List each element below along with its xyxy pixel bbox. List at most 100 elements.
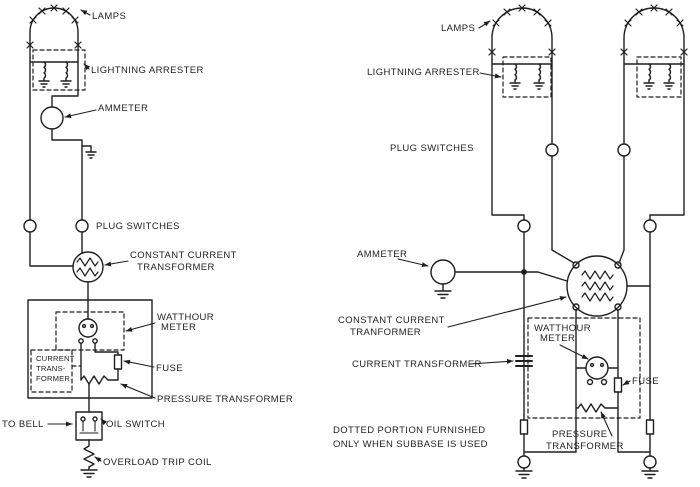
- pressure-transformer-symbol: [577, 403, 606, 413]
- leader-arrow-current-transformer: [469, 358, 514, 365]
- constant-current-transformer-label: TRANFORMER: [350, 327, 421, 338]
- leader-arrow-lamps: [80, 9, 91, 16]
- current-transformer-label: TRANS-: [36, 364, 66, 373]
- leader-arrow-watthour: [125, 322, 156, 332]
- plug-switch-symbol: [545, 143, 559, 157]
- junction-dot: [521, 269, 527, 275]
- plug-switches-label: PLUG SWITCHES: [390, 143, 474, 154]
- leader-arrow-pressure: [120, 383, 156, 399]
- left-feeder-wire: [29, 57, 74, 267]
- ground-symbol: [641, 467, 659, 479]
- lightning-arrester-label: LIGHTNING ARRESTER: [367, 67, 480, 78]
- leader-arrow-lightning-arrester: [479, 72, 502, 79]
- current-transformer-symbol: [515, 355, 533, 367]
- constant-current-transformer-label: TRANSFORMER: [137, 262, 215, 273]
- overload-trip-coil-label: OVERLOAD TRIP COIL: [103, 457, 212, 468]
- watthour-meter-label: WATTHOUR: [157, 312, 214, 323]
- leader-arrow-fuse: [622, 379, 631, 386]
- subbase-dashed-outline: [527, 317, 641, 419]
- constant-current-transformer-symbol: [72, 251, 104, 283]
- fuse-label: FUSE: [632, 376, 659, 387]
- current-transformer-symbol: [30, 349, 82, 393]
- plug-switch-symbol: [517, 219, 531, 233]
- watthour-meter-label: METER: [540, 333, 575, 344]
- lamps-label: LAMPS: [92, 11, 126, 22]
- subbase-note: ONLY WHEN SUBBASE IS USED: [333, 439, 488, 450]
- right-bus-wire: [649, 59, 685, 457]
- lightning-arrester-symbol: [491, 56, 553, 98]
- lamp-loop: [620, 4, 688, 61]
- plug-receptacle-symbol: [643, 455, 657, 469]
- pressure-transformer-label: TRANSFORMER: [546, 441, 624, 452]
- leader-arrow-cct: [447, 296, 567, 328]
- leader-arrow-ammeter: [64, 109, 97, 119]
- inner-left-wire: [551, 59, 575, 264]
- plug-switches-label: PLUG SWITCHES: [96, 221, 180, 232]
- constant-current-transformer-label: CONSTANT CURRENT: [338, 315, 445, 326]
- overload-trip-coil-symbol: [83, 439, 95, 468]
- lamp-x-marks: [620, 4, 688, 56]
- fuse-symbol: [519, 419, 529, 435]
- pressure-transformer-label: PRESSURE TRANSFORMER: [157, 394, 293, 405]
- plug-switch-symbol: [75, 219, 89, 233]
- ammeter-label: AMMETER: [98, 103, 148, 114]
- bottom-connector-wires: [523, 407, 651, 453]
- right-circuit: [397, 4, 688, 479]
- fuse-symbol: [613, 377, 623, 393]
- watthour-meter-label: METER: [161, 322, 196, 333]
- plug-switch-symbol: [23, 219, 37, 233]
- meter-enclosure-box: [27, 299, 153, 399]
- left-bus-wire: [491, 59, 525, 457]
- to-bell-label: TO BELL: [2, 419, 44, 430]
- lamp-loop: [26, 4, 82, 59]
- constant-current-transformer-label: CONSTANT CURRENT: [130, 250, 237, 261]
- fuse-symbol: [113, 354, 123, 370]
- meter-internal-wiring: [575, 309, 619, 409]
- ammeter-wire: [454, 271, 568, 282]
- ground-symbol: [434, 283, 452, 299]
- constant-current-transformer-symbol: [566, 255, 628, 317]
- leader-arrow-lamps: [478, 20, 491, 29]
- leader-arrow-lightning-arrester: [83, 63, 91, 71]
- lamps-label: LAMPS: [441, 23, 475, 34]
- lamp-x-marks: [488, 4, 556, 56]
- oil-switch-label: OIL SWITCH: [106, 419, 165, 430]
- subbase-note: DOTTED PORTION FURNISHED: [333, 425, 485, 436]
- leader-arrow-watthour: [559, 344, 589, 360]
- lightning-arrester-symbol: [29, 49, 86, 91]
- leader-arrow-ammeter: [397, 258, 429, 268]
- lamp-x-marks: [26, 4, 82, 49]
- left-circuit: [23, 4, 156, 478]
- plug-switch-symbol: [617, 143, 631, 157]
- current-transformer-label: CURRENT: [36, 354, 75, 363]
- fuse-symbol: [645, 419, 655, 435]
- ground-symbol: [80, 466, 98, 478]
- leader-arrow-cct: [104, 260, 129, 267]
- lightning-arrester-symbol: [623, 56, 685, 98]
- pressure-transformer-symbol: [80, 375, 109, 385]
- plug-receptacle-symbol: [517, 455, 531, 469]
- ammeter-label: AMMETER: [357, 249, 407, 260]
- fuse-label: FUSE: [156, 363, 183, 374]
- leader-arrow-pressure: [600, 411, 613, 437]
- ammeter-symbol: [40, 106, 64, 130]
- current-transformer-label: CURRENT TRANSFORMER: [352, 359, 482, 370]
- watthour-meter-symbol: [55, 311, 125, 351]
- ground-symbol: [81, 145, 97, 159]
- current-transformer-label: FORMER: [36, 374, 70, 383]
- leader-arrow-fuse: [123, 359, 155, 368]
- right-feeder-wire: [51, 54, 83, 254]
- ground-symbol: [515, 467, 533, 479]
- watthour-meter-symbol: [585, 356, 609, 386]
- meter-internal-wiring: [80, 342, 119, 413]
- watthour-meter-label: WATTHOUR: [534, 323, 591, 334]
- leader-arrow-overload: [94, 456, 102, 463]
- inner-right-wire: [618, 59, 625, 264]
- lamp-loop: [488, 4, 556, 61]
- oil-switch-symbol: [75, 411, 103, 441]
- plug-switch-symbol: [643, 219, 657, 233]
- leader-arrow-oil-switch: [100, 418, 108, 426]
- lightning-arrester-label: LIGHTNING ARRESTER: [91, 65, 204, 76]
